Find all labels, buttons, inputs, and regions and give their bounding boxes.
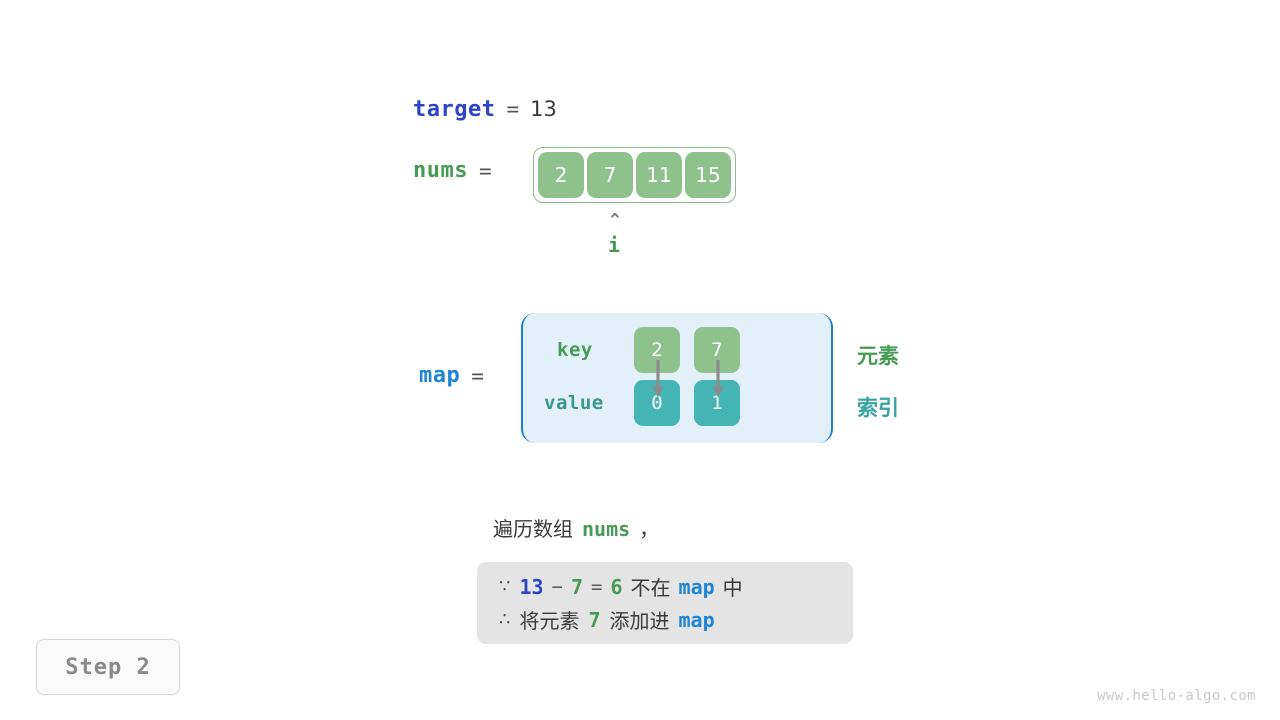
target-value: 13 (530, 97, 557, 121)
because-symbol: ∵ (499, 576, 511, 597)
array-cell: 2 (538, 152, 584, 198)
note-equals-operator: = (591, 575, 603, 598)
step-badge: Step 2 (36, 639, 180, 695)
nums-array-container: 2 7 11 15 (533, 147, 736, 203)
map-assignment-row: map = (419, 363, 495, 388)
map-equals-sign: = (471, 363, 484, 388)
note-complement-value: 6 (610, 574, 623, 599)
nums-assignment-row: nums = (413, 158, 503, 183)
nums-equals-sign: = (478, 158, 492, 183)
caption-suffix: ， (639, 517, 660, 541)
note-map-code: map (678, 574, 715, 599)
note-tail-text: 中 (722, 576, 743, 600)
map-key-cell: 7 (694, 327, 740, 373)
pointer-caret-icon: ^ (610, 210, 620, 229)
note-current-value: 7 (571, 574, 584, 599)
map-value-cell: 1 (694, 380, 740, 426)
explanation-note-box: ∵ 13 − 7 = 6 不在 map 中 ∴ 将元素 7 添加进 map (477, 562, 853, 644)
note-action-prefix: 将元素 (519, 609, 580, 633)
note-middle-text: 不在 (630, 576, 671, 600)
map-variable-label: map (419, 363, 461, 388)
map-value-row-label: value (544, 392, 604, 414)
pointer-index-label: i (607, 233, 621, 257)
target-equals-sign: = (506, 97, 520, 121)
target-variable-label: target (413, 96, 496, 122)
therefore-symbol: ∴ (499, 609, 511, 630)
array-cell: 7 (587, 152, 633, 198)
caption-prefix: 遍历数组 (493, 517, 573, 541)
note-map-code-2: map (678, 607, 715, 632)
array-cell: 15 (685, 152, 731, 198)
note-action-middle: 添加进 (609, 609, 670, 633)
target-assignment-row: target = 13 (413, 93, 557, 125)
note-minus-operator: − (551, 575, 563, 598)
array-cell: 11 (636, 152, 682, 198)
caption-text: 遍历数组 nums ， (493, 513, 659, 542)
map-key-row-label: key (557, 339, 593, 361)
map-key-cell: 2 (634, 327, 680, 373)
map-element-side-label: 元素 (857, 344, 899, 368)
map-value-cell: 0 (634, 380, 680, 426)
note-target-value: 13 (519, 574, 544, 599)
map-index-side-label: 索引 (857, 396, 899, 420)
note-added-value: 7 (588, 607, 601, 632)
note-line-2: ∴ 将元素 7 添加进 map (499, 603, 831, 636)
note-line-1: ∵ 13 − 7 = 6 不在 map 中 (499, 570, 831, 603)
nums-variable-label: nums (413, 158, 468, 183)
caption-code: nums (582, 517, 631, 541)
watermark: www.hello-algo.com (1097, 688, 1256, 704)
